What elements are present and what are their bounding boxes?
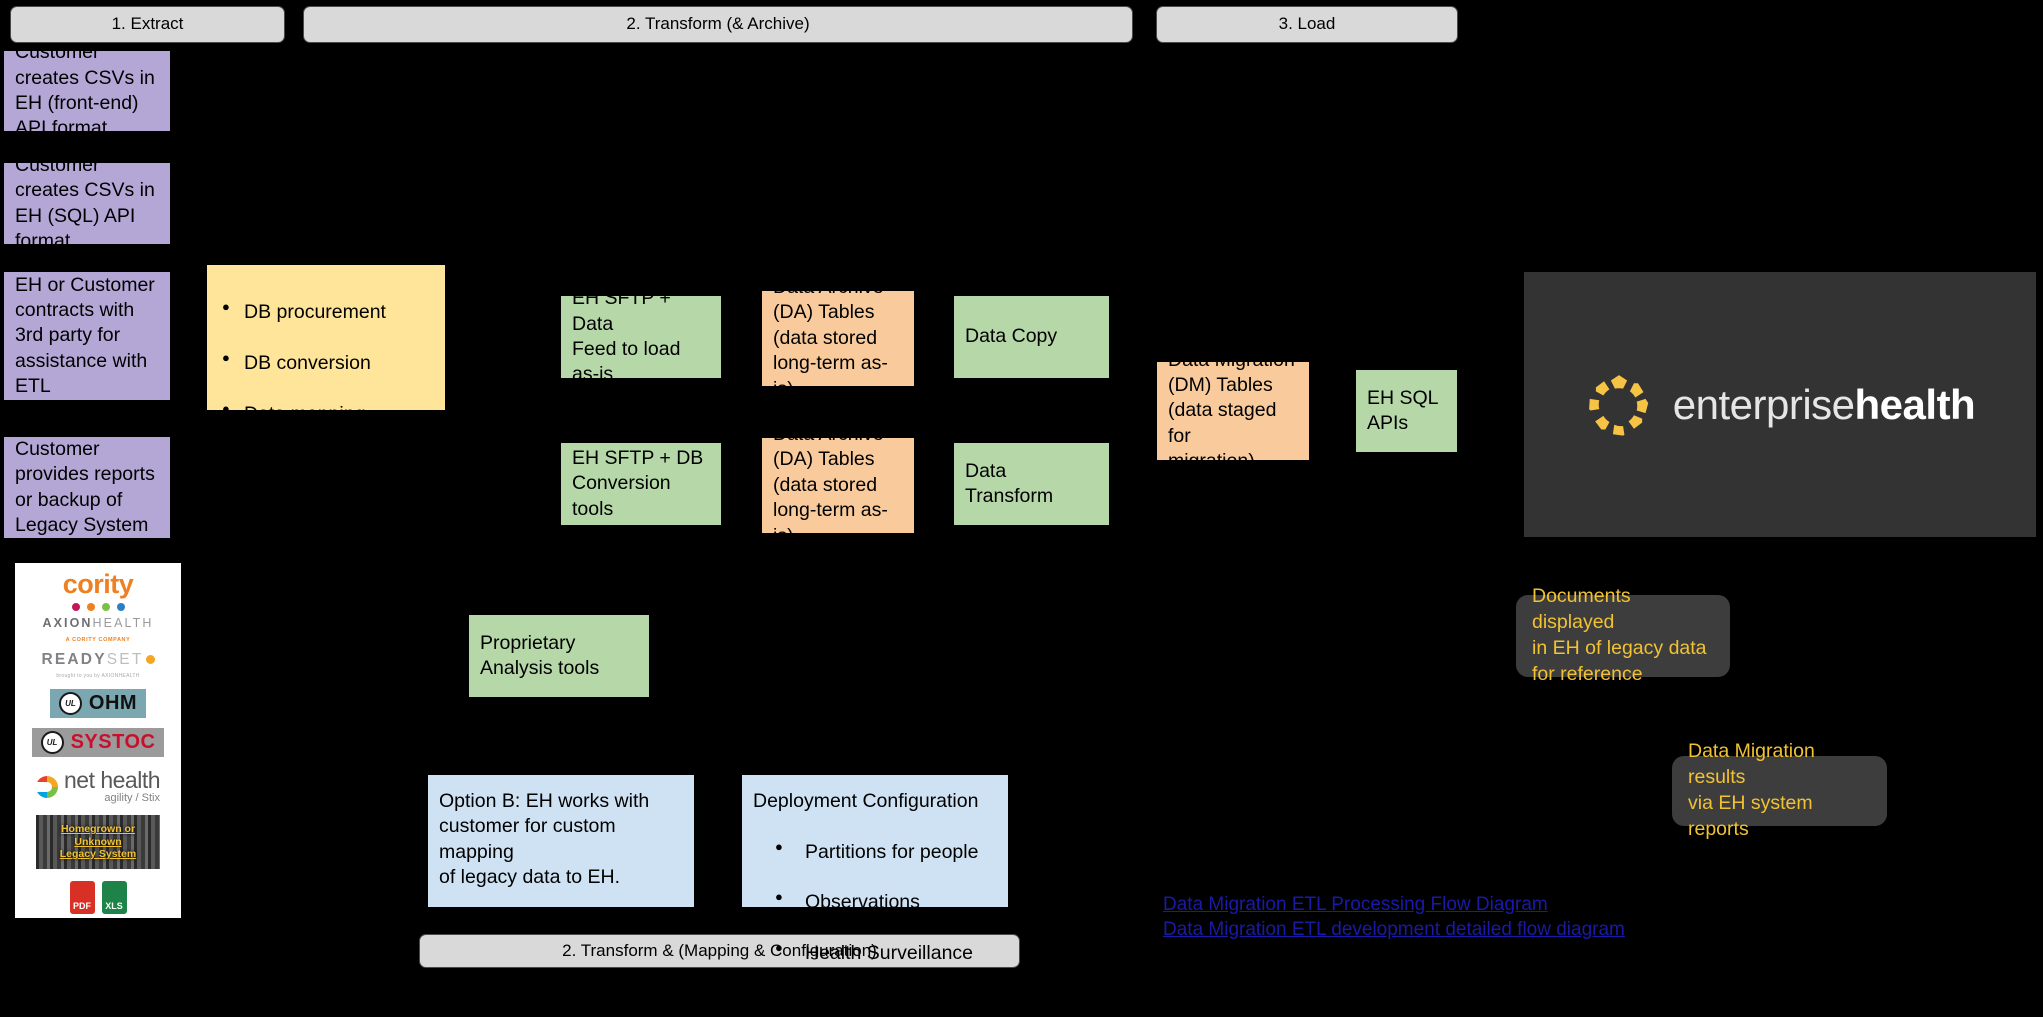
net-health-ring-icon xyxy=(34,775,58,798)
enterprise-health-logo: enterprisehealth xyxy=(1585,371,1976,439)
list-item: Data validation xyxy=(218,502,435,528)
list-item: CVX codes xyxy=(439,915,684,941)
phase-header-extract[interactable]: 1. Extract xyxy=(10,6,285,43)
third-party-services-list: DB procurement DB conversion Data mappin… xyxy=(218,275,435,554)
phase-header-transform-label: 2. Transform (& Archive) xyxy=(626,14,810,34)
net-health-logo: net health agility / Stix xyxy=(34,767,161,804)
axion-light: HEALTH xyxy=(92,616,154,630)
list-item: DB conversion xyxy=(218,350,435,376)
load-box-eh-sql-apis-text: EH SQL APIs xyxy=(1367,386,1439,434)
transform-box-proprietary-analysis-tools-text: Proprietary Analysis tools xyxy=(480,631,600,679)
load-callout-migration-results-text: Data Migration results via EH system rep… xyxy=(1688,740,1815,840)
list-item: Health Surveillance xyxy=(753,940,998,966)
option-b-list: CVX codes Observations xyxy=(439,890,684,1017)
deployment-list: Partitions for people Observations Healt… xyxy=(753,814,998,991)
ohm-label: OHM xyxy=(88,692,138,714)
reference-links: Data Migration ETL Processing Flow Diagr… xyxy=(1163,892,1723,943)
transform-box-data-transform[interactable]: Data Transform xyxy=(954,443,1109,525)
readyset-light: SET xyxy=(106,650,144,668)
transform-box-data-copy-text: Data Copy xyxy=(965,325,1058,348)
axion-bold: AXION xyxy=(42,616,93,630)
axion-health-logo: AXIONHEALTH xyxy=(42,617,153,630)
cority-logo: cority xyxy=(62,569,134,599)
wordmark-health: health xyxy=(1854,380,1976,428)
legacy-system-photo: Homegrown or Unknown Legacy System xyxy=(36,815,160,869)
phase-header-extract-label: 1. Extract xyxy=(111,14,184,34)
enterprise-health-wordmark: enterprisehealth xyxy=(1672,380,1976,429)
extract-box-reports-backup[interactable]: Customer provides reports or backup of L… xyxy=(4,437,170,538)
axion-health-tagline: A CORITY COMPANY xyxy=(65,636,131,643)
transform-box-data-archive-2[interactable]: Data Archive (DA) Tables (data stored lo… xyxy=(762,423,914,547)
list-item: Data transform xyxy=(218,451,435,477)
deployment-heading: Deployment Configuration xyxy=(753,790,979,812)
excel-file-icon: XLS xyxy=(101,881,127,914)
extract-box-third-party-contract[interactable]: EH or Customer contracts with 3rd party … xyxy=(4,272,170,400)
list-item: Partitions for people xyxy=(753,839,998,865)
load-box-data-migration-tables[interactable]: Data Migration (DM) Tables (data staged … xyxy=(1157,349,1309,472)
file-icons-row: PDF XLS xyxy=(69,881,127,914)
legacy-vendor-logo-stack: cority AXIONHEALTH A CORITY COMPANY READ… xyxy=(15,563,181,918)
list-item: DB procurement xyxy=(218,299,435,325)
transform-box-option-b[interactable]: Option B: EH works with customer for cus… xyxy=(428,775,694,989)
axion-health-dots-icon xyxy=(71,603,125,611)
systoc-label: SYSTOC xyxy=(70,731,156,753)
load-callout-documents-displayed[interactable]: Documents displayed in EH of legacy data… xyxy=(1516,585,1730,685)
list-item: Observations xyxy=(439,965,684,991)
enterprise-health-sun-icon xyxy=(1588,374,1649,436)
transform-box-sftp-datafeed-text: EH SFTP + Data Feed to load as-is xyxy=(572,287,681,386)
transform-box-data-transform-text: Data Transform xyxy=(965,459,1054,507)
link-etl-processing-flow-diagram[interactable]: Data Migration ETL Processing Flow Diagr… xyxy=(1163,894,1548,915)
list-item: Data mapping xyxy=(218,401,435,427)
transform-box-proprietary-analysis-tools[interactable]: Proprietary Analysis tools xyxy=(469,615,649,697)
phase-header-load[interactable]: 3. Load xyxy=(1156,6,1458,43)
transform-box-sftp-db-conversion-text: EH SFTP + DB Conversion tools xyxy=(572,446,704,520)
third-party-services-continuation: assistance xyxy=(244,554,337,577)
transform-box-sftp-db-conversion[interactable]: EH SFTP + DB Conversion tools xyxy=(561,443,721,525)
extract-box-reports-backup-text: Customer provides reports or backup of L… xyxy=(15,437,155,536)
net-health-sub: agility / Stix xyxy=(104,792,161,804)
diagram-canvas: 1. Extract 2. Transform (& Archive) 3. L… xyxy=(0,0,2043,976)
load-callout-migration-results[interactable]: Data Migration results via EH system rep… xyxy=(1672,740,1887,840)
wordmark-enterprise: enterprise xyxy=(1672,380,1855,428)
ul-mark-icon: UL xyxy=(58,692,82,715)
link-etl-development-detailed-flow-diagram[interactable]: Data Migration ETL development detailed … xyxy=(1163,919,1625,941)
extract-box-csv-frontend-text: Customer creates CSVs in EH (front-end) … xyxy=(15,41,155,140)
transform-box-data-archive-2-text: Data Archive (DA) Tables (data stored lo… xyxy=(773,423,888,547)
deployment-footer: & more xyxy=(753,992,816,1015)
transform-box-sftp-datafeed[interactable]: EH SFTP + Data Feed to load as-is xyxy=(561,287,721,385)
load-box-eh-sql-apis[interactable]: EH SQL APIs xyxy=(1356,370,1457,452)
extract-box-csv-sql[interactable]: Customer creates CSVs in EH (SQL) API fo… xyxy=(4,154,170,252)
readyset-bold: READY xyxy=(41,650,107,668)
ul-mark-icon: UL xyxy=(40,731,64,754)
extract-box-third-party-services[interactable]: DB procurement DB conversion Data mappin… xyxy=(207,265,445,577)
transform-box-data-archive-1[interactable]: Data Archive (DA) Tables (data stored lo… xyxy=(762,276,914,400)
extract-box-csv-frontend[interactable]: Customer creates CSVs in EH (front-end) … xyxy=(4,41,170,139)
readyset-dot-icon xyxy=(145,654,155,664)
phase-header-load-label: 3. Load xyxy=(1278,14,1336,34)
enterprise-health-brand-panel: enterprisehealth xyxy=(1524,272,2036,537)
phase-header-transform[interactable]: 2. Transform (& Archive) xyxy=(303,6,1133,43)
legacy-system-caption: Homegrown or Unknown Legacy System xyxy=(59,823,137,861)
load-callout-documents-displayed-text: Documents displayed in EH of legacy data… xyxy=(1532,585,1707,685)
systoc-logo: UL SYSTOC xyxy=(31,728,165,757)
transform-box-data-archive-1-text: Data Archive (DA) Tables (data stored lo… xyxy=(773,276,888,400)
option-b-heading: Option B: EH works with customer for cus… xyxy=(439,790,650,889)
extract-box-csv-sql-text: Customer creates CSVs in EH (SQL) API fo… xyxy=(15,153,155,252)
readyset-tagline: brought to you by AXIONHEALTH xyxy=(56,673,140,679)
ohm-logo: UL OHM xyxy=(49,689,147,718)
net-health-label: net health xyxy=(63,767,161,793)
extract-box-third-party-contract-text: EH or Customer contracts with 3rd party … xyxy=(15,273,155,398)
pdf-file-icon: PDF xyxy=(69,881,95,914)
load-box-data-migration-tables-text: Data Migration (DM) Tables (data staged … xyxy=(1168,348,1295,473)
transform-box-data-copy[interactable]: Data Copy xyxy=(954,296,1109,378)
list-item: Observations xyxy=(753,889,998,915)
transform-box-deployment-configuration[interactable]: Deployment Configuration Partitions for … xyxy=(742,775,1008,1015)
